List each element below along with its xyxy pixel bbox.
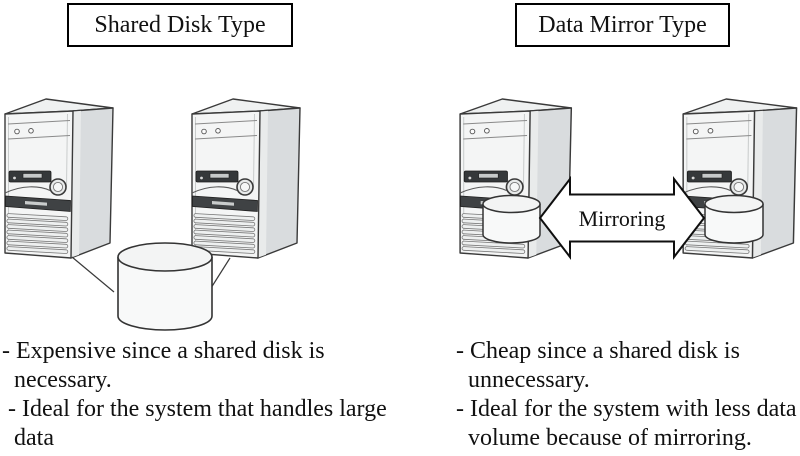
- connection-lines: [71, 256, 231, 293]
- title-shared-disk-type: Shared Disk Type: [67, 3, 293, 47]
- notes-data-mirror-type: - Cheap since a shared disk is unnecessa…: [456, 338, 797, 451]
- shared-disk-cylinder-icon: [117, 242, 213, 331]
- tower-server-icon: [191, 98, 301, 259]
- mirror-disk-cylinder-icon: [482, 194, 541, 244]
- mirroring-arrow-icon: [538, 176, 706, 260]
- connection-line: [71, 256, 115, 293]
- title-data-mirror-type: Data Mirror Type: [515, 3, 730, 47]
- mirror-disk-cylinder-icon: [704, 194, 764, 244]
- notes-shared-disk-type: - Expensive since a shared disk is neces…: [2, 338, 387, 451]
- connection-line: [210, 257, 231, 289]
- mirroring-label: Mirroring: [579, 206, 666, 231]
- tower-server-icon: [4, 98, 114, 259]
